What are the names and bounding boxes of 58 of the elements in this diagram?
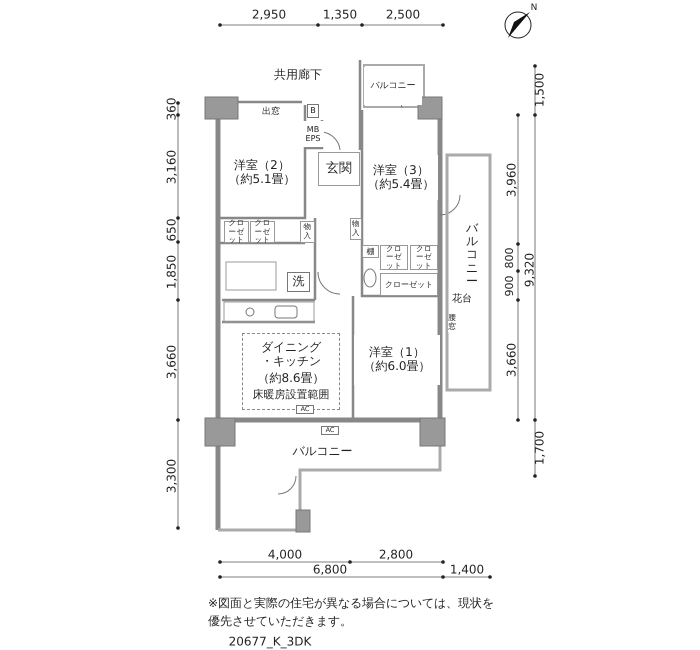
- equipment-box: [296, 405, 314, 414]
- dimension-label: 4,000: [268, 548, 302, 562]
- dimension-label: 1,400: [450, 563, 484, 577]
- dimension-label: 3,960: [505, 162, 519, 198]
- room-label: 洋室（1）: [369, 346, 425, 360]
- room-label: バルコニー: [292, 445, 352, 459]
- part-label: 腰窓: [448, 314, 456, 332]
- room-label: バルコニー: [466, 222, 478, 288]
- equipment-box: [321, 426, 339, 435]
- room: [300, 221, 315, 243]
- room-label: B: [310, 106, 316, 116]
- note-text: ※図面と実際の住宅が異なる場合については、現状を優先させていただきます。: [208, 595, 496, 630]
- dimension-label: 3,660: [505, 342, 519, 378]
- dimension-label: 1,850: [165, 254, 179, 290]
- room-label: 床暖房設置範囲: [252, 388, 330, 402]
- room: [224, 221, 249, 243]
- dimension-label: 3,660: [165, 344, 179, 380]
- room-label: （約5.4畳）: [367, 178, 435, 192]
- dimension-label: 650: [165, 218, 179, 242]
- dimension-label: 2,800: [378, 548, 414, 562]
- room-label: （約5.1畳）: [228, 172, 296, 186]
- dimension-label: 3,300: [165, 458, 179, 494]
- room-label: 玄関: [326, 162, 352, 176]
- room-label: （約6.0畳）: [363, 360, 431, 374]
- dimension-label: 6,800: [312, 563, 348, 577]
- room-label: 洋室（3）: [373, 164, 429, 178]
- room: [380, 245, 408, 270]
- room: [318, 152, 360, 186]
- room-label: （約8.6畳）: [257, 372, 325, 386]
- room-label: 洋室（2）: [234, 158, 290, 172]
- plan-code: 20677_K_3DK: [228, 635, 312, 649]
- room-label: MB EPS: [304, 124, 322, 144]
- dimension-label: 2,500: [386, 8, 420, 22]
- room: [362, 245, 379, 258]
- dimension-label: 900: [504, 276, 516, 296]
- north-label: N: [530, 4, 538, 14]
- equipment-box: [287, 272, 310, 292]
- dimension-label: 1,700: [533, 430, 547, 466]
- room: [250, 221, 275, 243]
- room: [410, 245, 438, 270]
- balcony-area: [364, 67, 422, 105]
- room-label: 出窓: [262, 106, 280, 118]
- dimension-label: 1,500: [533, 72, 547, 108]
- dimension-label: 3,160: [165, 150, 179, 184]
- dimension-label: 1,350: [322, 8, 358, 22]
- corridor-label: 共用廊下: [274, 68, 322, 82]
- dimension-label: 2,950: [252, 8, 286, 22]
- equipment-box: [307, 104, 319, 118]
- room: [380, 273, 438, 296]
- room-label: 洗: [292, 275, 304, 289]
- room-label: 棚: [366, 246, 374, 256]
- part-label: 花台: [452, 294, 472, 304]
- dimension-label: 360: [165, 98, 179, 120]
- dimension-label: 9,320: [523, 252, 537, 288]
- dimension-label: 800: [504, 248, 516, 268]
- room-label: バルコニー: [370, 80, 416, 92]
- room-label: ダイニング・キッチン: [260, 341, 322, 370]
- room-label: クローゼット: [385, 280, 433, 290]
